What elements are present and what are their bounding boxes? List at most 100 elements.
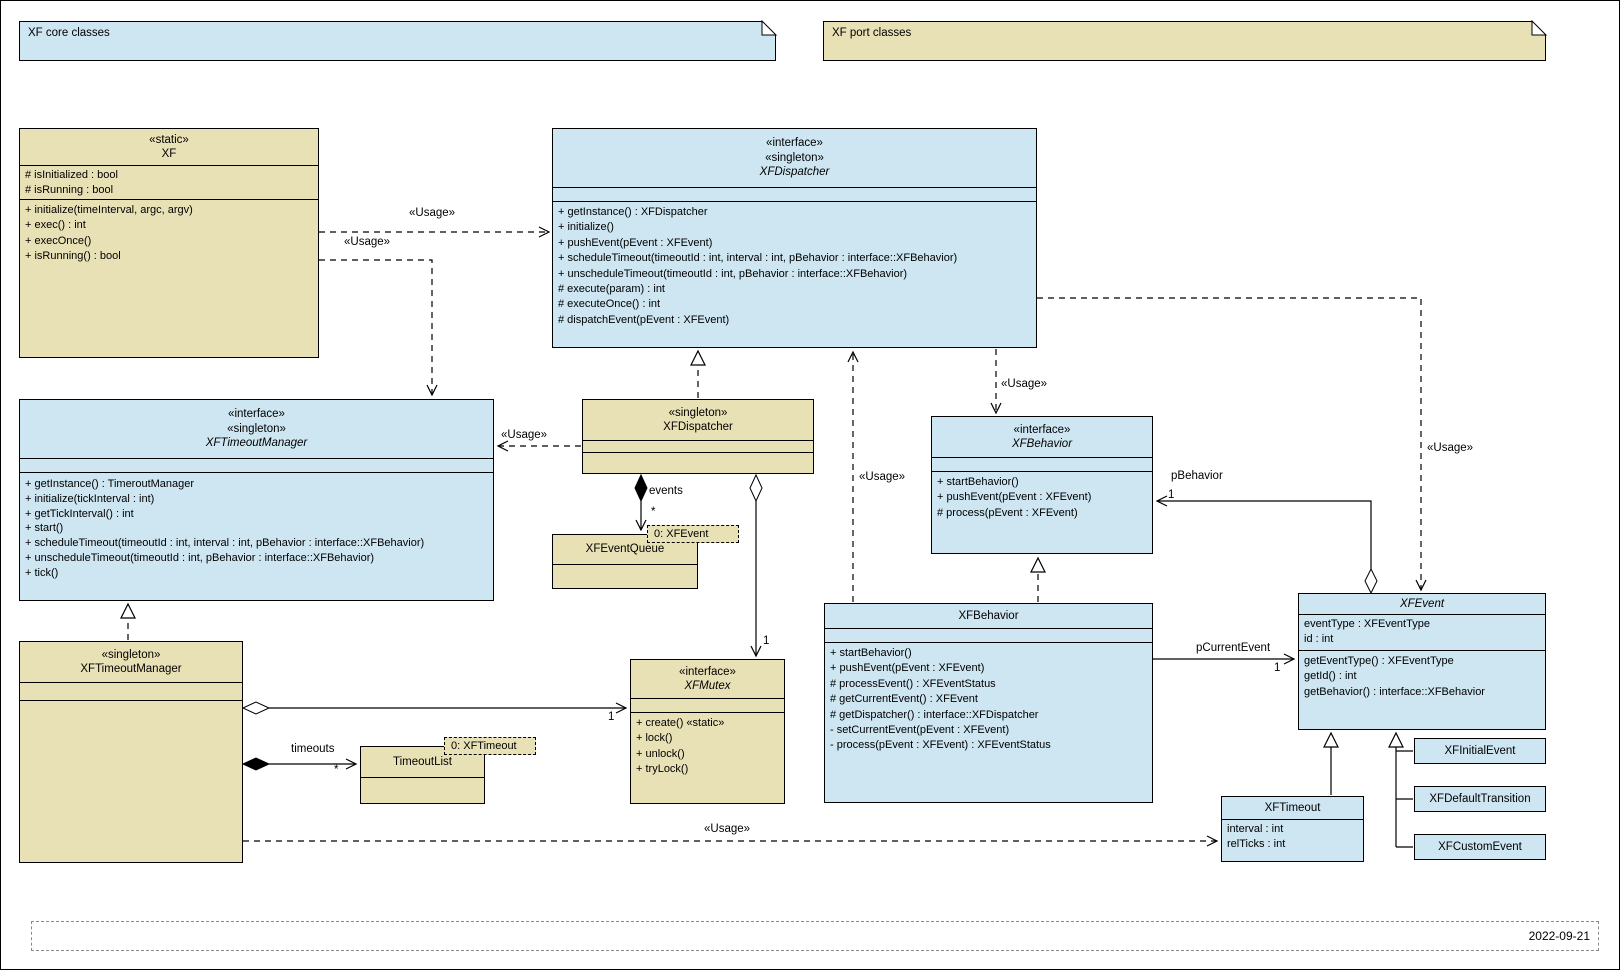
note-text: XF port classes — [832, 27, 912, 39]
class-header: «interface» «singleton» XFTimeoutManager — [20, 400, 493, 459]
multiplicity-events-many: * — [651, 506, 656, 518]
operations-compartment — [583, 453, 813, 473]
class-xftimeout[interactable]: XFTimeout interval : int relTicks : int — [1221, 796, 1364, 862]
class-xftimeoutmanager-singleton[interactable]: «singleton» XFTimeoutManager — [19, 641, 243, 863]
class-name: XFCustomEvent — [1438, 841, 1522, 853]
class-xf[interactable]: «static» XF # isInitialized : bool # isR… — [19, 128, 319, 358]
operation-row: + unscheduleTimeout(timeoutId : int, pBe… — [558, 267, 908, 280]
class-xfdispatcher-singleton[interactable]: «singleton» XFDispatcher — [582, 399, 814, 474]
note-xf-port-classes[interactable]: XF port classes — [823, 21, 1546, 61]
usage-label-xf-dispatcher: «Usage» — [409, 207, 456, 219]
class-name: XFTimeoutManager — [80, 663, 182, 675]
operation-row: - setCurrentEvent(pEvent : XFEvent) — [830, 724, 1010, 737]
operation-row: + pushEvent(pEvent : XFEvent) — [937, 491, 1092, 504]
operation-row: + isRunning() : bool — [25, 250, 121, 263]
class-header: «interface» XFBehavior — [932, 417, 1152, 458]
class-name: XFBehavior — [958, 609, 1019, 622]
class-name: XFEventQueue — [585, 543, 665, 556]
operation-row: + getTickInterval() : int — [25, 507, 134, 520]
stereotype: «singleton» — [227, 422, 286, 435]
class-xfmutex[interactable]: «interface» XFMutex + create() «static» … — [630, 659, 785, 804]
class-name: XFDispatcher — [663, 421, 733, 433]
attributes-compartment: eventType : XFEventType id : int — [1299, 615, 1545, 651]
class-header: «singleton» XFTimeoutManager — [20, 642, 242, 683]
operation-row: + getInstance() : XFDispatcher — [558, 206, 708, 218]
operation-row: getEventType() : XFEventType — [1304, 655, 1454, 667]
usage-label-xf-timeoutmanager: «Usage» — [344, 236, 391, 248]
attribute-row: eventType : XFEventType — [1304, 618, 1430, 630]
class-xfdefaulttransition[interactable]: XFDefaultTransition — [1414, 786, 1546, 812]
class-xftimeoutmanager-interface[interactable]: «interface» «singleton» XFTimeoutManager… — [19, 399, 494, 601]
composition-diamond-events — [634, 473, 648, 503]
attribute-row: # isRunning : bool — [25, 184, 114, 197]
usage-label-behavior-dispatcher: «Usage» — [859, 471, 906, 483]
class-name: XFBehavior — [1011, 438, 1073, 450]
operation-row: + exec() : int — [25, 219, 86, 232]
date-box: 2022-09-21 — [31, 921, 1599, 951]
operation-row: + start() — [25, 522, 64, 535]
operation-row: # execute(param) : int — [558, 283, 665, 296]
attributes-compartment — [631, 699, 784, 713]
attribute-row: id : int — [1304, 633, 1334, 646]
class-name: XFEvent — [1399, 597, 1445, 610]
class-header: XFEventQueue — [553, 535, 697, 565]
class-xfbehavior-interface[interactable]: «interface» XFBehavior + startBehavior()… — [931, 416, 1153, 554]
operation-row: + create() «static» — [636, 717, 725, 729]
operation-row: # process(pEvent : XFEvent) — [937, 506, 1078, 519]
stereotype: «static» — [149, 133, 189, 146]
operation-row: + pushEvent(pEvent : XFEvent) — [830, 662, 985, 675]
operation-row: + execOnce() — [25, 234, 92, 247]
multiplicity-pbehavior-one: 1 — [1168, 489, 1175, 501]
date-text: 2022-09-21 — [1528, 929, 1590, 943]
operation-row: + unscheduleTimeout(timeoutId : int, pBe… — [25, 551, 375, 564]
class-xfcustomevent[interactable]: XFCustomEvent — [1414, 834, 1546, 860]
stereotype: «singleton» — [668, 406, 728, 419]
operation-row: + initialize() — [558, 221, 614, 234]
class-xfinitialevent[interactable]: XFInitialEvent — [1414, 738, 1546, 764]
attributes-compartment — [553, 565, 697, 588]
operation-row: # processEvent() : XFEventStatus — [830, 677, 996, 690]
operations-compartment: + getInstance() : XFDispatcher + initial… — [553, 202, 1036, 347]
operation-row: + tick() — [25, 566, 59, 579]
operations-compartment: + startBehavior() + pushEvent(pEvent : X… — [932, 472, 1152, 553]
class-header: XFBehavior — [825, 604, 1152, 629]
class-name: XFTimeout — [1264, 801, 1321, 814]
role-pcurrentevent: pCurrentEvent — [1196, 642, 1271, 654]
stereotype: «singleton» — [765, 151, 824, 164]
attributes-compartment — [932, 458, 1152, 472]
stereotype: «interface» — [679, 665, 736, 678]
class-xfbehavior[interactable]: XFBehavior + startBehavior() + pushEvent… — [824, 603, 1153, 803]
operations-compartment: + initialize(timeInterval, argc, argv) +… — [20, 200, 318, 357]
stereotype: «interface» — [766, 137, 823, 150]
multiplicity-mutex-left-one: 1 — [608, 711, 615, 723]
operation-row: + tryLock() — [636, 763, 689, 776]
class-xfdispatcher-interface[interactable]: «interface» «singleton» XFDispatcher + g… — [552, 128, 1037, 348]
operation-row: + scheduleTimeout(timeoutId : int, inter… — [25, 537, 425, 550]
operation-row: + startBehavior() — [830, 647, 912, 659]
operation-row: # getDispatcher() : interface::XFDispatc… — [830, 708, 1039, 721]
note-xf-core-classes[interactable]: XF core classes — [19, 21, 776, 61]
role-timeouts: timeouts — [291, 743, 335, 755]
operation-row: + pushEvent(pEvent : XFEvent) — [558, 236, 713, 249]
class-name: XFTimeoutManager — [205, 437, 308, 450]
usage-label-timeoutmanager-timeout: «Usage» — [704, 823, 751, 835]
note-text: XF core classes — [28, 27, 110, 39]
attributes-compartment — [361, 778, 484, 803]
operation-row: + lock() — [636, 732, 673, 745]
class-xfeventqueue[interactable]: XFEventQueue — [552, 534, 698, 589]
class-header: XFEvent — [1299, 594, 1545, 615]
operation-row: - process(pEvent : XFEvent) : XFEventSta… — [830, 739, 1051, 752]
operation-row: + startBehavior() — [937, 476, 1019, 488]
class-name: XFMutex — [684, 680, 731, 692]
stereotype: «singleton» — [101, 648, 161, 661]
class-name: XF — [161, 148, 177, 160]
class-xfevent[interactable]: XFEvent eventType : XFEventType id : int… — [1298, 593, 1546, 730]
object-note-text: 0: XFEvent — [654, 528, 709, 540]
operations-compartment: + create() «static» + lock() + unlock() … — [631, 713, 784, 803]
object-note-xftimeout[interactable]: 0: XFTimeout — [444, 737, 536, 755]
object-note-text: 0: XFTimeout — [451, 740, 517, 752]
class-timeoutlist[interactable]: TimeoutList — [360, 746, 485, 804]
attributes-compartment — [20, 459, 493, 473]
attributes-compartment — [553, 188, 1036, 202]
object-note-xfevent[interactable]: 0: XFEvent — [647, 525, 739, 543]
